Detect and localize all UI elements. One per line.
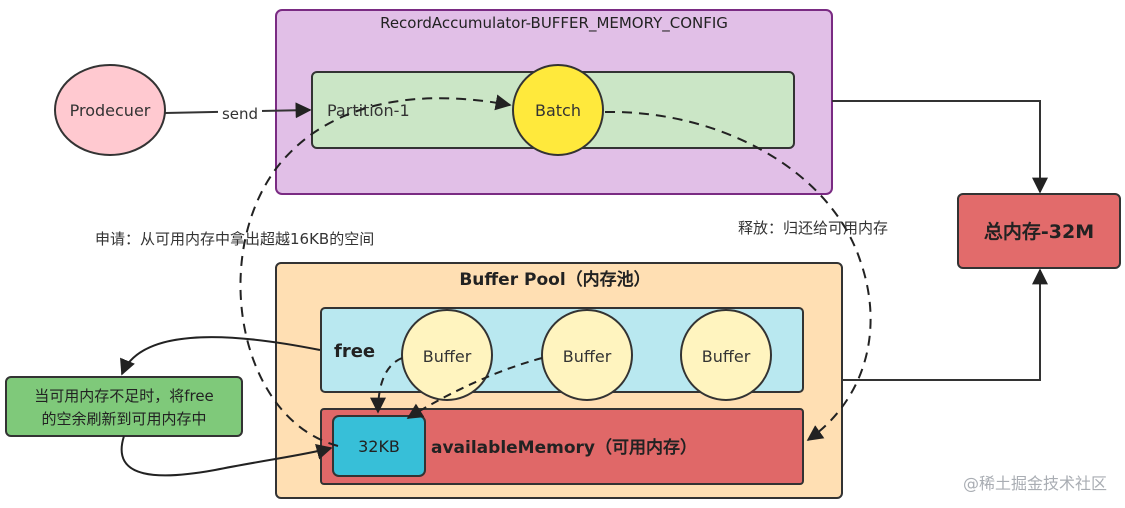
producer-label: Prodecuer bbox=[70, 101, 151, 120]
buffer-pool-title: Buffer Pool（内存池） bbox=[459, 269, 650, 290]
pool-to-total-arrow bbox=[842, 268, 1048, 381]
buffer-node bbox=[680, 309, 772, 401]
buffer-to-chunk-dashed-arrow bbox=[406, 357, 543, 419]
release-note: 释放：归还给可用内存 bbox=[738, 219, 888, 237]
buffer-node bbox=[401, 309, 493, 401]
apply-dashed-arrow bbox=[239, 94, 512, 447]
buffer-node bbox=[541, 309, 633, 401]
send-label-bg bbox=[218, 104, 262, 124]
release-dashed-arrow bbox=[604, 110, 872, 441]
note-to-chunk-arrow bbox=[120, 435, 333, 477]
accumulator-to-total-arrow bbox=[832, 100, 1048, 194]
accumulator-title: RecordAccumulator-BUFFER_MEMORY_CONFIG bbox=[380, 14, 728, 33]
available-memory-label: availableMemory（可用内存） bbox=[431, 437, 697, 458]
buffer-label: Buffer bbox=[423, 347, 472, 366]
refresh-note-line1: 当可用内存不足时，将free bbox=[34, 387, 214, 405]
send-label: send bbox=[222, 105, 258, 123]
chunk-label: 32KB bbox=[358, 437, 400, 456]
partition-label: Partition-1 bbox=[327, 101, 410, 120]
total-memory-label: 总内存-32M bbox=[984, 220, 1094, 243]
watermark: @稀土掘金技术社区 bbox=[962, 474, 1107, 493]
buffer-label: Buffer bbox=[702, 347, 751, 366]
total-memory-box bbox=[957, 193, 1121, 269]
batch-label: Batch bbox=[535, 101, 581, 120]
free-to-note-arrow bbox=[120, 336, 321, 376]
buffer-label: Buffer bbox=[563, 347, 612, 366]
buffer-to-chunk-dashed-arrow bbox=[370, 357, 403, 414]
apply-note: 申请：从可用内存中拿出超越16KB的空间 bbox=[95, 230, 374, 248]
free-label: free bbox=[334, 341, 375, 362]
chunk-box bbox=[332, 415, 426, 477]
refresh-note-line2: 的空余刷新到可用内存中 bbox=[41, 410, 206, 428]
batch-node bbox=[512, 64, 604, 156]
producer-node bbox=[54, 64, 166, 156]
